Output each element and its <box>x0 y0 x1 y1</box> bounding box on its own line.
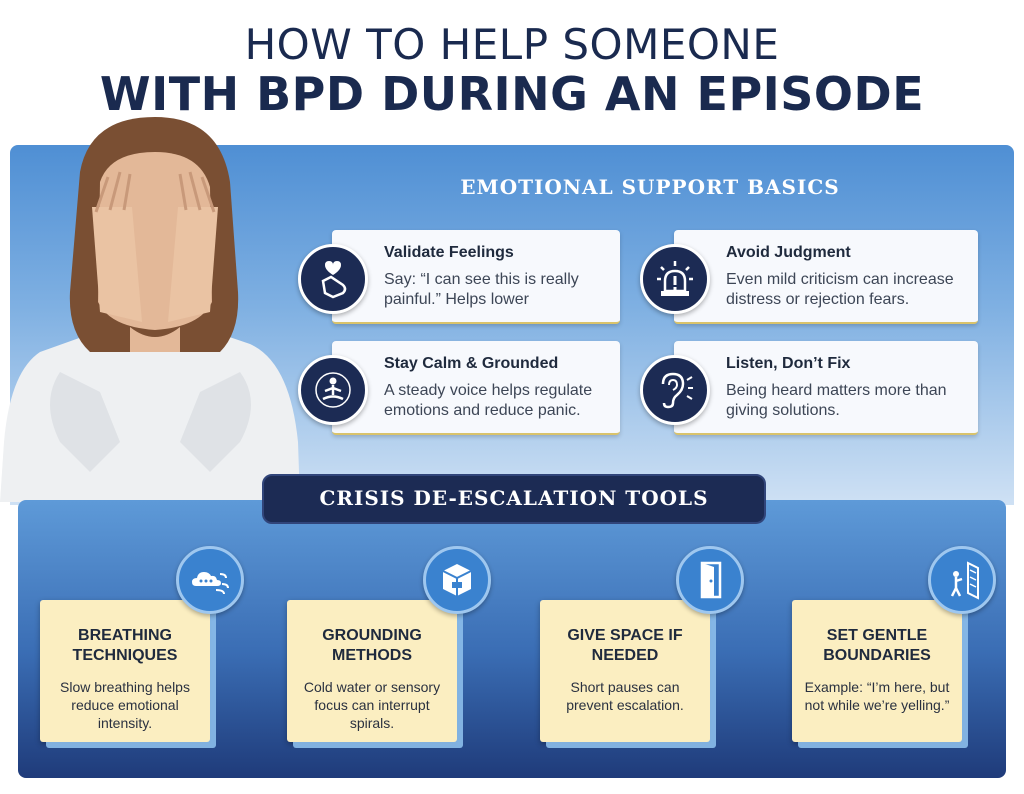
tool-card-text: Cold water or sensory focus can interrup… <box>303 679 441 731</box>
crisis-heading: CRISIS DE-ESCALATION TOOLS <box>319 486 709 510</box>
support-card-validate: Validate Feelings Say: “I can see this i… <box>332 230 620 324</box>
ear-icon <box>640 355 710 425</box>
tool-card-title: GIVE SPACE IF NEEDED <box>567 627 683 664</box>
tool-card-breathing: BREATHING TECHNIQUES Slow breathing help… <box>40 600 210 742</box>
tool-card-text: Slow breathing helps reduce emotional in… <box>60 679 190 731</box>
support-heading: EMOTIONAL SUPPORT BASICS <box>460 175 840 199</box>
alarm-light-icon <box>640 244 710 314</box>
tool-card-grounding: GROUNDING METHODS Cold water or sensory … <box>287 600 457 742</box>
tool-card-text: Short pauses can prevent escalation. <box>566 679 684 713</box>
distressed-woman-illustration <box>0 117 300 502</box>
support-card-title: Avoid Judgment <box>726 244 851 261</box>
title-line-2: WITH BPD DURING AN EPISODE <box>99 67 925 121</box>
tool-card-boundaries: SET GENTLE BOUNDARIES Example: “I’m here… <box>792 600 962 742</box>
heart-hand-icon <box>298 244 368 314</box>
support-card-judgment: Avoid Judgment Even mild criticism can i… <box>674 230 978 324</box>
support-card-listen: Listen, Don’t Fix Being heard matters mo… <box>674 341 978 435</box>
title-line-1: HOW TO HELP SOMEONE <box>244 20 780 69</box>
tool-card-space: GIVE SPACE IF NEEDED Short pauses can pr… <box>540 600 710 742</box>
boundary-wall-icon <box>928 546 996 614</box>
support-card-title: Stay Calm & Grounded <box>384 355 559 372</box>
crisis-heading-banner: CRISIS DE-ESCALATION TOOLS <box>262 474 766 524</box>
support-card-calm: Stay Calm & Grounded A steady voice help… <box>332 341 620 435</box>
tool-card-title: GROUNDING METHODS <box>322 627 422 664</box>
tool-card-title: BREATHING TECHNIQUES <box>72 627 178 664</box>
support-card-text: A steady voice helps regulate emotions a… <box>384 382 593 419</box>
meditation-icon <box>298 355 368 425</box>
support-card-title: Listen, Don’t Fix <box>726 355 851 372</box>
support-card-text: Even mild criticism can increase distres… <box>726 271 954 308</box>
tool-card-text: Example: “I’m here, but not while we’re … <box>804 679 950 713</box>
open-door-icon <box>676 546 744 614</box>
page-title: HOW TO HELP SOMEONE WITH BPD DURING AN E… <box>0 20 1024 121</box>
tool-card-title: SET GENTLE BOUNDARIES <box>823 627 931 664</box>
support-card-title: Validate Feelings <box>384 244 514 261</box>
ice-cube-icon <box>423 546 491 614</box>
support-card-text: Being heard matters more than giving sol… <box>726 382 947 419</box>
support-card-text: Say: “I can see this is really painful.”… <box>384 271 579 308</box>
breath-cloud-icon <box>176 546 244 614</box>
